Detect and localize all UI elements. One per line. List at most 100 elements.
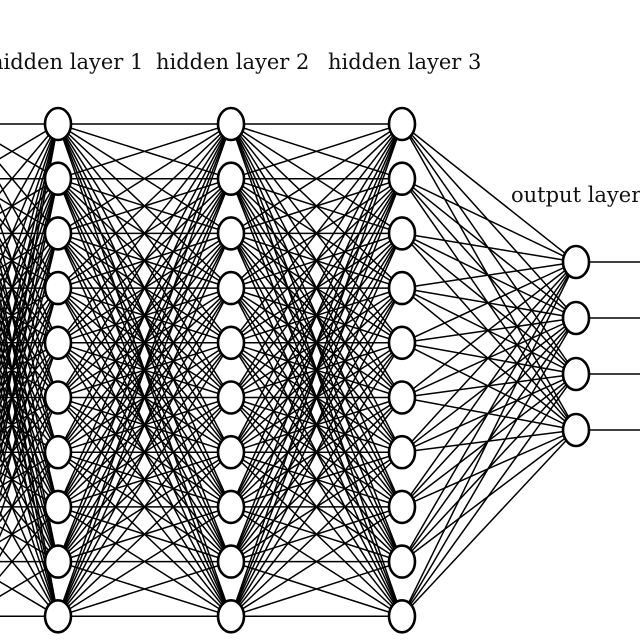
neuron-hidden-3-0 [387, 106, 417, 142]
connection-input-9-to-hidden-1-7 [0, 506, 59, 578]
neuron-hidden-2-7 [216, 489, 246, 525]
neuron-hidden-3-6 [387, 434, 417, 470]
connection-input-9-to-hidden-1-2 [0, 233, 59, 479]
neuron-output-1 [561, 300, 591, 336]
neuron-hidden-2-5 [216, 380, 246, 415]
connection-input-9-to-hidden-1-1 [0, 178, 59, 459]
layer-labels: hidden layer 1 hidden layer 2 hidden lay… [0, 50, 640, 207]
connection-hidden-2-3-to-hidden-3-0 [230, 123, 403, 289]
label-hidden-layer-2: hidden layer 2 [156, 50, 309, 74]
neuron-hidden-1-3 [43, 270, 73, 306]
neuron-hidden-2-4 [216, 325, 246, 361]
connection-input-9-to-hidden-1-4 [0, 342, 59, 518]
neuron-hidden-3-2 [387, 216, 417, 251]
connection-hidden-2-8-to-hidden-3-0 [230, 123, 403, 562]
label-output-layer: output layer [511, 183, 640, 207]
neurons [43, 106, 591, 634]
connection-hidden-1-9-to-hidden-2-7 [57, 506, 232, 617]
connection-hidden-1-9-to-hidden-2-1 [57, 178, 232, 617]
connection-input-6-to-hidden-1-0 [0, 123, 59, 334]
connection-hidden-1-5-to-hidden-2-0 [57, 123, 232, 398]
neuron-hidden-3-3 [387, 270, 417, 306]
neuron-hidden-3-5 [387, 380, 417, 415]
connection-hidden-3-3-to-output-0 [401, 261, 577, 289]
connection-hidden-1-9-to-hidden-2-0 [57, 123, 232, 617]
connection-hidden-2-2-to-hidden-3-0 [230, 123, 403, 235]
connection-input-9-to-hidden-1-8 [0, 560, 59, 597]
neuron-hidden-3-9 [387, 598, 417, 634]
connection-hidden-2-9-to-hidden-3-3 [230, 287, 403, 617]
connection-input-9-to-hidden-1-0 [0, 123, 59, 439]
neuron-hidden-2-3 [216, 270, 246, 306]
connection-hidden-1-6-to-hidden-2-0 [57, 123, 232, 453]
neuron-hidden-2-9 [216, 598, 246, 634]
output-lines [576, 261, 640, 431]
neuron-output-2 [561, 356, 591, 392]
connection-hidden-1-9-to-hidden-2-5 [57, 397, 232, 617]
connection-hidden-2-1-to-hidden-3-0 [230, 123, 403, 180]
connection-hidden-2-7-to-hidden-3-0 [230, 123, 403, 508]
neuron-output-0 [561, 244, 591, 280]
neuron-hidden-1-9 [43, 598, 73, 634]
neuron-hidden-1-4 [43, 325, 73, 361]
connection-hidden-3-9-to-output-3 [401, 429, 577, 617]
connection-hidden-1-4-to-hidden-2-0 [57, 123, 232, 344]
connection-input-7-to-hidden-1-0 [0, 123, 59, 369]
neuron-hidden-2-1 [216, 161, 246, 196]
connection-hidden-2-9-to-hidden-3-8 [230, 560, 403, 618]
connection-hidden-3-2-to-output-0 [401, 232, 577, 263]
connection-input-1-to-hidden-1-0 [0, 123, 59, 160]
connection-hidden-3-0-to-output-0 [401, 123, 577, 263]
connection-hidden-2-9-to-hidden-3-1 [230, 178, 403, 617]
connection-input-5-to-hidden-1-0 [0, 123, 59, 299]
connection-input-3-to-hidden-1-0 [0, 123, 59, 229]
connection-hidden-3-7-to-output-0 [401, 261, 577, 508]
connection-hidden-1-1-to-hidden-2-0 [57, 123, 232, 180]
connection-input-9-to-hidden-1-6 [0, 451, 59, 558]
connection-hidden-2-6-to-hidden-3-0 [230, 123, 403, 453]
connection-hidden-1-9-to-hidden-2-2 [57, 233, 232, 617]
connection-hidden-3-9-to-output-0 [401, 261, 577, 617]
label-hidden-layer-1: hidden layer 1 [0, 50, 143, 74]
connection-hidden-1-8-to-hidden-2-0 [57, 123, 232, 562]
neuron-hidden-2-6 [216, 434, 246, 470]
connection-hidden-2-4-to-hidden-3-0 [230, 123, 403, 344]
connection-hidden-3-9-to-output-2 [401, 373, 577, 617]
neuron-hidden-1-8 [43, 544, 73, 579]
neuron-hidden-3-1 [387, 161, 417, 196]
neuron-hidden-2-8 [216, 544, 246, 579]
connection-input-2-to-hidden-1-0 [0, 123, 59, 195]
neuron-hidden-1-0 [43, 106, 73, 142]
connection-hidden-2-9-to-hidden-3-6 [230, 451, 403, 617]
connection-hidden-3-6-to-output-0 [401, 261, 577, 453]
connection-hidden-3-1-to-output-0 [401, 178, 577, 263]
connection-hidden-1-9-to-hidden-2-4 [57, 342, 232, 617]
connection-hidden-2-9-to-hidden-3-5 [230, 397, 403, 617]
neuron-output-3 [561, 412, 591, 448]
connection-hidden-3-9-to-output-1 [401, 317, 577, 617]
connection-hidden-1-9-to-hidden-2-3 [57, 287, 232, 617]
connection-hidden-1-9-to-hidden-2-8 [57, 560, 232, 618]
connection-hidden-3-8-to-output-0 [401, 261, 577, 562]
connection-hidden-1-2-to-hidden-2-0 [57, 123, 232, 235]
connection-hidden-1-3-to-hidden-2-0 [57, 123, 232, 289]
neuron-hidden-1-1 [43, 161, 73, 196]
connection-input-9-to-hidden-1-3 [0, 287, 59, 498]
connection-hidden-3-4-to-output-0 [401, 261, 577, 344]
connection-hidden-2-9-to-hidden-3-0 [230, 123, 403, 617]
connections [0, 123, 577, 618]
neuron-hidden-1-6 [43, 434, 73, 470]
neuron-hidden-2-0 [216, 106, 246, 142]
connection-input-8-to-hidden-1-0 [0, 123, 59, 404]
connection-hidden-3-5-to-output-0 [401, 261, 577, 399]
connection-hidden-2-9-to-hidden-3-2 [230, 233, 403, 617]
connection-hidden-1-7-to-hidden-2-0 [57, 123, 232, 508]
neuron-hidden-3-7 [387, 489, 417, 525]
connection-hidden-2-5-to-hidden-3-0 [230, 123, 403, 398]
connection-input-9-to-hidden-1-5 [0, 397, 59, 538]
connection-hidden-2-9-to-hidden-3-7 [230, 506, 403, 617]
neuron-hidden-1-2 [43, 216, 73, 251]
neuron-hidden-1-5 [43, 380, 73, 415]
